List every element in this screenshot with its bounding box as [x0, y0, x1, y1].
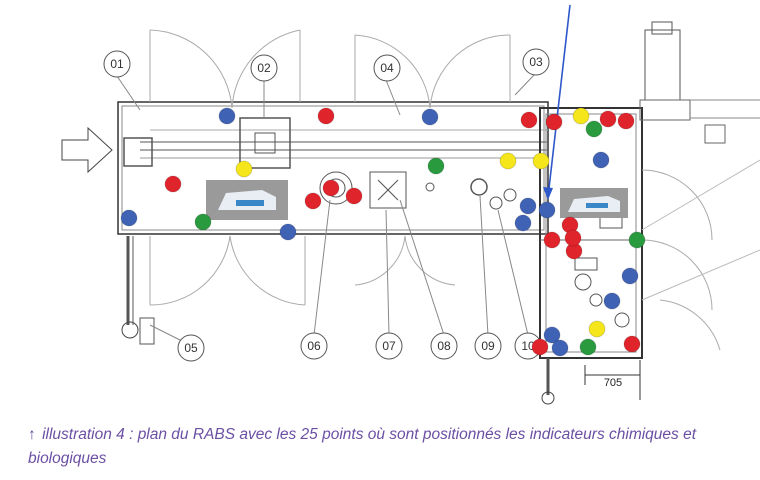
caption-arrow: ↑	[28, 426, 36, 443]
callout-02: 02	[250, 54, 278, 82]
indicator-marker-blue	[551, 339, 569, 357]
indicator-marker-yellow	[572, 107, 590, 125]
indicator-marker-green	[585, 120, 603, 138]
indicator-marker-blue	[519, 197, 537, 215]
callout-09: 09	[474, 332, 502, 360]
indicator-marker-green	[579, 338, 597, 356]
indicator-marker-red	[322, 179, 340, 197]
indicator-markers	[120, 107, 646, 357]
indicator-marker-red	[317, 107, 335, 125]
indicator-marker-red	[564, 229, 582, 247]
caption-text: illustration 4 : plan du RABS avec les 2…	[28, 426, 697, 467]
figure-caption: ↑ illustration 4 : plan du RABS avec les…	[28, 423, 728, 471]
svg-text:01: 01	[110, 57, 124, 71]
callout-03: 03	[522, 48, 550, 76]
pointer-arrow	[547, 4, 571, 198]
indicator-marker-yellow	[588, 320, 606, 338]
svg-text:07: 07	[382, 339, 396, 353]
svg-text:09: 09	[481, 339, 495, 353]
indicator-marker-red	[345, 187, 363, 205]
indicator-marker-green	[427, 157, 445, 175]
indicator-marker-blue	[538, 201, 556, 219]
indicator-marker-red	[520, 111, 538, 129]
indicator-marker-blue	[592, 151, 610, 169]
dimension-label: 705	[604, 377, 622, 389]
svg-text:08: 08	[437, 339, 451, 353]
indicator-marker-yellow	[499, 152, 517, 170]
callout-04: 04	[373, 54, 401, 82]
svg-text:04: 04	[380, 61, 394, 75]
callout-07: 07	[375, 332, 403, 360]
indicator-marker-blue	[218, 107, 236, 125]
device-thumbnail-left	[206, 180, 288, 220]
svg-text:05: 05	[184, 341, 198, 355]
callout-01: 01	[103, 50, 131, 78]
callout-06: 06	[300, 332, 328, 360]
indicator-marker-red	[531, 338, 549, 356]
callout-05: 05	[177, 334, 205, 362]
right-enclosure	[539, 107, 643, 359]
indicator-marker-yellow	[235, 160, 253, 178]
callout-08: 08	[430, 332, 458, 360]
device-thumbnail-right	[560, 188, 628, 218]
indicator-marker-red	[617, 112, 635, 130]
indicator-marker-green	[628, 231, 646, 249]
svg-text:06: 06	[307, 339, 321, 353]
indicator-marker-red	[304, 192, 322, 210]
svg-text:10: 10	[521, 339, 535, 353]
main-enclosure	[117, 101, 549, 235]
indicator-marker-red	[623, 335, 641, 353]
indicator-marker-red	[543, 231, 561, 249]
indicator-marker-blue	[543, 326, 561, 344]
svg-text:02: 02	[257, 61, 271, 75]
indicator-marker-red	[545, 113, 563, 131]
pointer-arrowhead	[543, 187, 553, 200]
indicator-marker-yellow	[532, 152, 550, 170]
indicator-marker-green	[194, 213, 212, 231]
indicator-marker-blue	[603, 292, 621, 310]
indicator-marker-blue	[120, 209, 138, 227]
svg-text:03: 03	[529, 55, 543, 69]
entry-arrow	[61, 126, 113, 174]
indicator-marker-red	[164, 175, 182, 193]
indicator-marker-blue	[621, 267, 639, 285]
indicator-marker-blue	[279, 223, 297, 241]
indicator-marker-red	[599, 110, 617, 128]
indicator-marker-blue	[514, 214, 532, 232]
rabs-floor-plan: 705 01 02 03 04 05 06 07 08 09 10	[61, 4, 760, 405]
indicator-marker-blue	[421, 108, 439, 126]
